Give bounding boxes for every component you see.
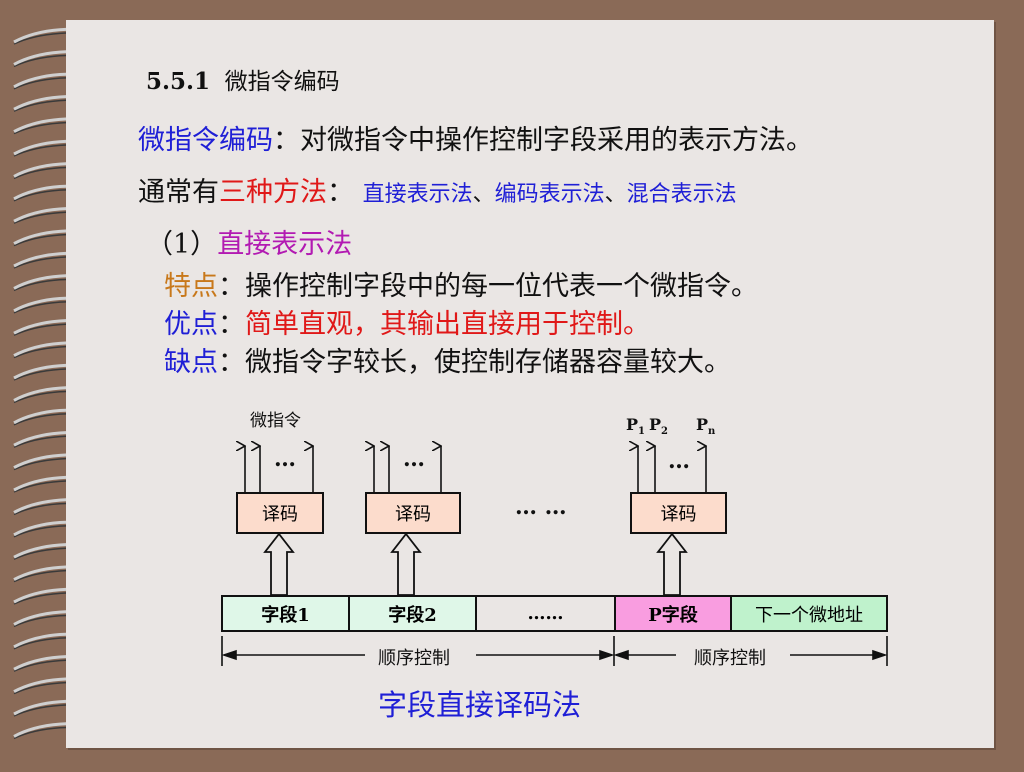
p1-label: P1: [626, 415, 645, 437]
methods-line: 通常有三种方法： 直接表示法、编码表示法、混合表示法: [138, 170, 737, 209]
advantages-label: 优点: [164, 309, 218, 340]
features-colon: ：: [218, 271, 245, 302]
definition-colon: ：: [273, 125, 300, 156]
section-1-title: （1）直接表示法: [146, 222, 352, 261]
advantages-line: 优点：简单直观，其输出直接用于控制。: [164, 302, 650, 341]
features-label: 特点: [164, 271, 218, 302]
decoder-2-dots: …: [403, 446, 425, 472]
field-1: 字段1: [221, 595, 350, 632]
features-line: 特点：操作控制字段中的每一位代表一个微指令。: [164, 264, 758, 303]
sequence-control-markers: [221, 636, 888, 666]
section-1-number: （1）: [146, 229, 218, 260]
p1-letter: P: [626, 415, 639, 434]
p2-subscript: 2: [661, 426, 668, 438]
middle-dots: … …: [515, 494, 567, 520]
methods-colon: ：: [327, 177, 354, 208]
decoder-2: 译码: [365, 492, 461, 534]
method-sep-2: 、: [604, 182, 627, 207]
pn-label: Pn: [696, 415, 715, 437]
heading-number: 5.5.1: [146, 68, 211, 95]
methods-prefix: 通常有: [138, 177, 219, 208]
disadvantages-text: 微指令字较长，使控制存储器容量较大。: [245, 347, 731, 378]
heading-title: 微指令编码: [224, 69, 340, 95]
sequence-control-label-1: 顺序控制: [378, 648, 450, 669]
method-encoded: 编码表示法: [494, 182, 605, 207]
field-2: 字段2: [348, 595, 477, 632]
section-1-name: 直接表示法: [217, 229, 353, 260]
p1-subscript: 1: [638, 426, 645, 438]
method-direct: 直接表示法: [362, 182, 473, 207]
method-sep-1: 、: [472, 182, 495, 207]
decoder-p-dots: …: [668, 448, 690, 474]
features-text: 操作控制字段中的每一位代表一个微指令。: [245, 271, 758, 302]
field-ellipsis: ……: [475, 595, 616, 632]
micro-instruction-label: 微指令: [250, 411, 301, 431]
definition-line: 微指令编码：对微指令中操作控制字段采用的表示方法。: [138, 118, 813, 157]
decoder-1-outputs: [245, 446, 313, 492]
disadvantages-colon: ：: [218, 347, 245, 378]
next-micro-address-field: 下一个微地址: [730, 595, 888, 632]
disadvantages-line: 缺点：微指令字较长，使控制存储器容量较大。: [164, 340, 731, 379]
decoder-2-outputs: [374, 446, 441, 492]
methods-label: 三种方法: [219, 177, 327, 208]
p-field: P字段: [614, 595, 732, 632]
p2-letter: P: [649, 415, 662, 434]
p2-label: P2: [649, 415, 668, 437]
heading: 5.5.1 微指令编码: [146, 62, 340, 96]
decoder-1: 译码: [236, 492, 324, 534]
decoder-p: 译码: [630, 492, 727, 534]
disadvantages-label: 缺点: [164, 347, 218, 378]
advantages-text: 简单直观，其输出直接用于控制。: [245, 309, 650, 340]
pn-letter: P: [696, 415, 709, 434]
decoder-p-outputs: [638, 446, 706, 492]
sequence-control-label-2: 顺序控制: [694, 648, 766, 669]
definition-term: 微指令编码: [138, 125, 273, 156]
advantages-colon: ：: [218, 309, 245, 340]
decoder-1-dots: …: [274, 446, 296, 472]
diagram-caption: 字段直接译码法: [378, 688, 582, 722]
pn-subscript: n: [708, 426, 716, 438]
field-to-decoder-arrows: [263, 532, 688, 596]
definition-text: 对微指令中操作控制字段采用的表示方法。: [300, 125, 813, 156]
field-register: 字段1 字段2 …… P字段 下一个微地址: [221, 595, 888, 632]
method-mixed: 混合表示法: [626, 182, 737, 207]
